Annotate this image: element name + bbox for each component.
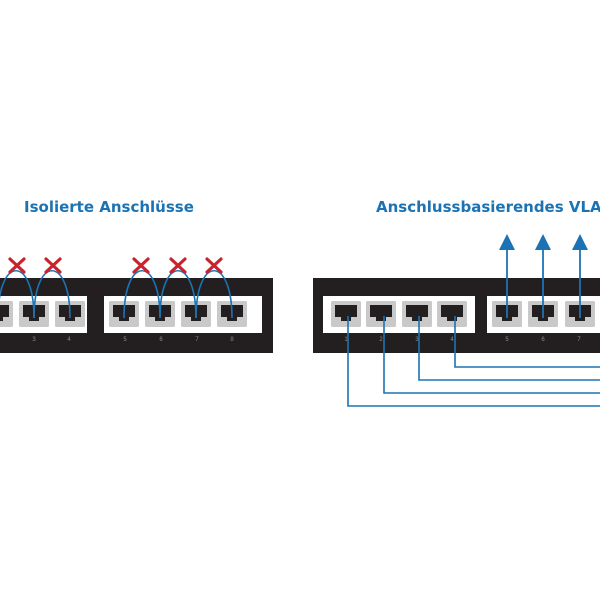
rj45-port-icon: [0, 301, 13, 327]
cable-loop-1: [0, 270, 35, 319]
crossed-out-cable-x-icon: [44, 257, 62, 274]
crossed-out-cable-x-icon: [169, 257, 187, 274]
cable-port-2: [383, 316, 600, 394]
crossed-out-cable-x-icon: [205, 257, 223, 274]
cable-loop-5: [195, 270, 233, 319]
rj45-port-icon: [331, 301, 361, 327]
port-label-5: 5: [505, 337, 509, 343]
rj45-port-icon: [437, 301, 467, 327]
crossed-out-cable-x-icon: [132, 257, 150, 274]
port-label-8: 8: [230, 337, 234, 343]
port-label-4: 4: [67, 337, 71, 343]
port-label-7: 7: [195, 337, 199, 343]
crossed-out-cable-x-icon: [8, 257, 26, 274]
port-vlan-title: Anschlussbasierendes VLAN: [376, 198, 600, 216]
cable-loop-2: [33, 270, 71, 319]
port-label-3: 3: [32, 337, 36, 343]
cable-port-1: [347, 316, 600, 407]
port-label-7: 7: [577, 337, 581, 343]
uplink-arrow-icon: [572, 234, 588, 318]
rj45-port-icon: [402, 301, 432, 327]
isolated-ports-title: Isolierte Anschlüsse: [24, 198, 194, 216]
port-label-6: 6: [159, 337, 163, 343]
cable-port-4: [454, 316, 600, 368]
uplink-arrow-icon: [535, 234, 551, 318]
cable-loop-4: [159, 270, 197, 319]
port-label-2: 2: [379, 337, 383, 343]
cable-port-3: [418, 316, 600, 381]
port-label-6: 6: [541, 337, 545, 343]
port-label-3: 3: [415, 337, 419, 343]
uplink-arrow-icon: [499, 234, 515, 318]
port-label-4: 4: [450, 337, 454, 343]
rj45-port-icon: [366, 301, 396, 327]
port-label-5: 5: [123, 337, 127, 343]
cable-loop-3: [123, 270, 161, 319]
port-label-1: 1: [344, 337, 348, 343]
